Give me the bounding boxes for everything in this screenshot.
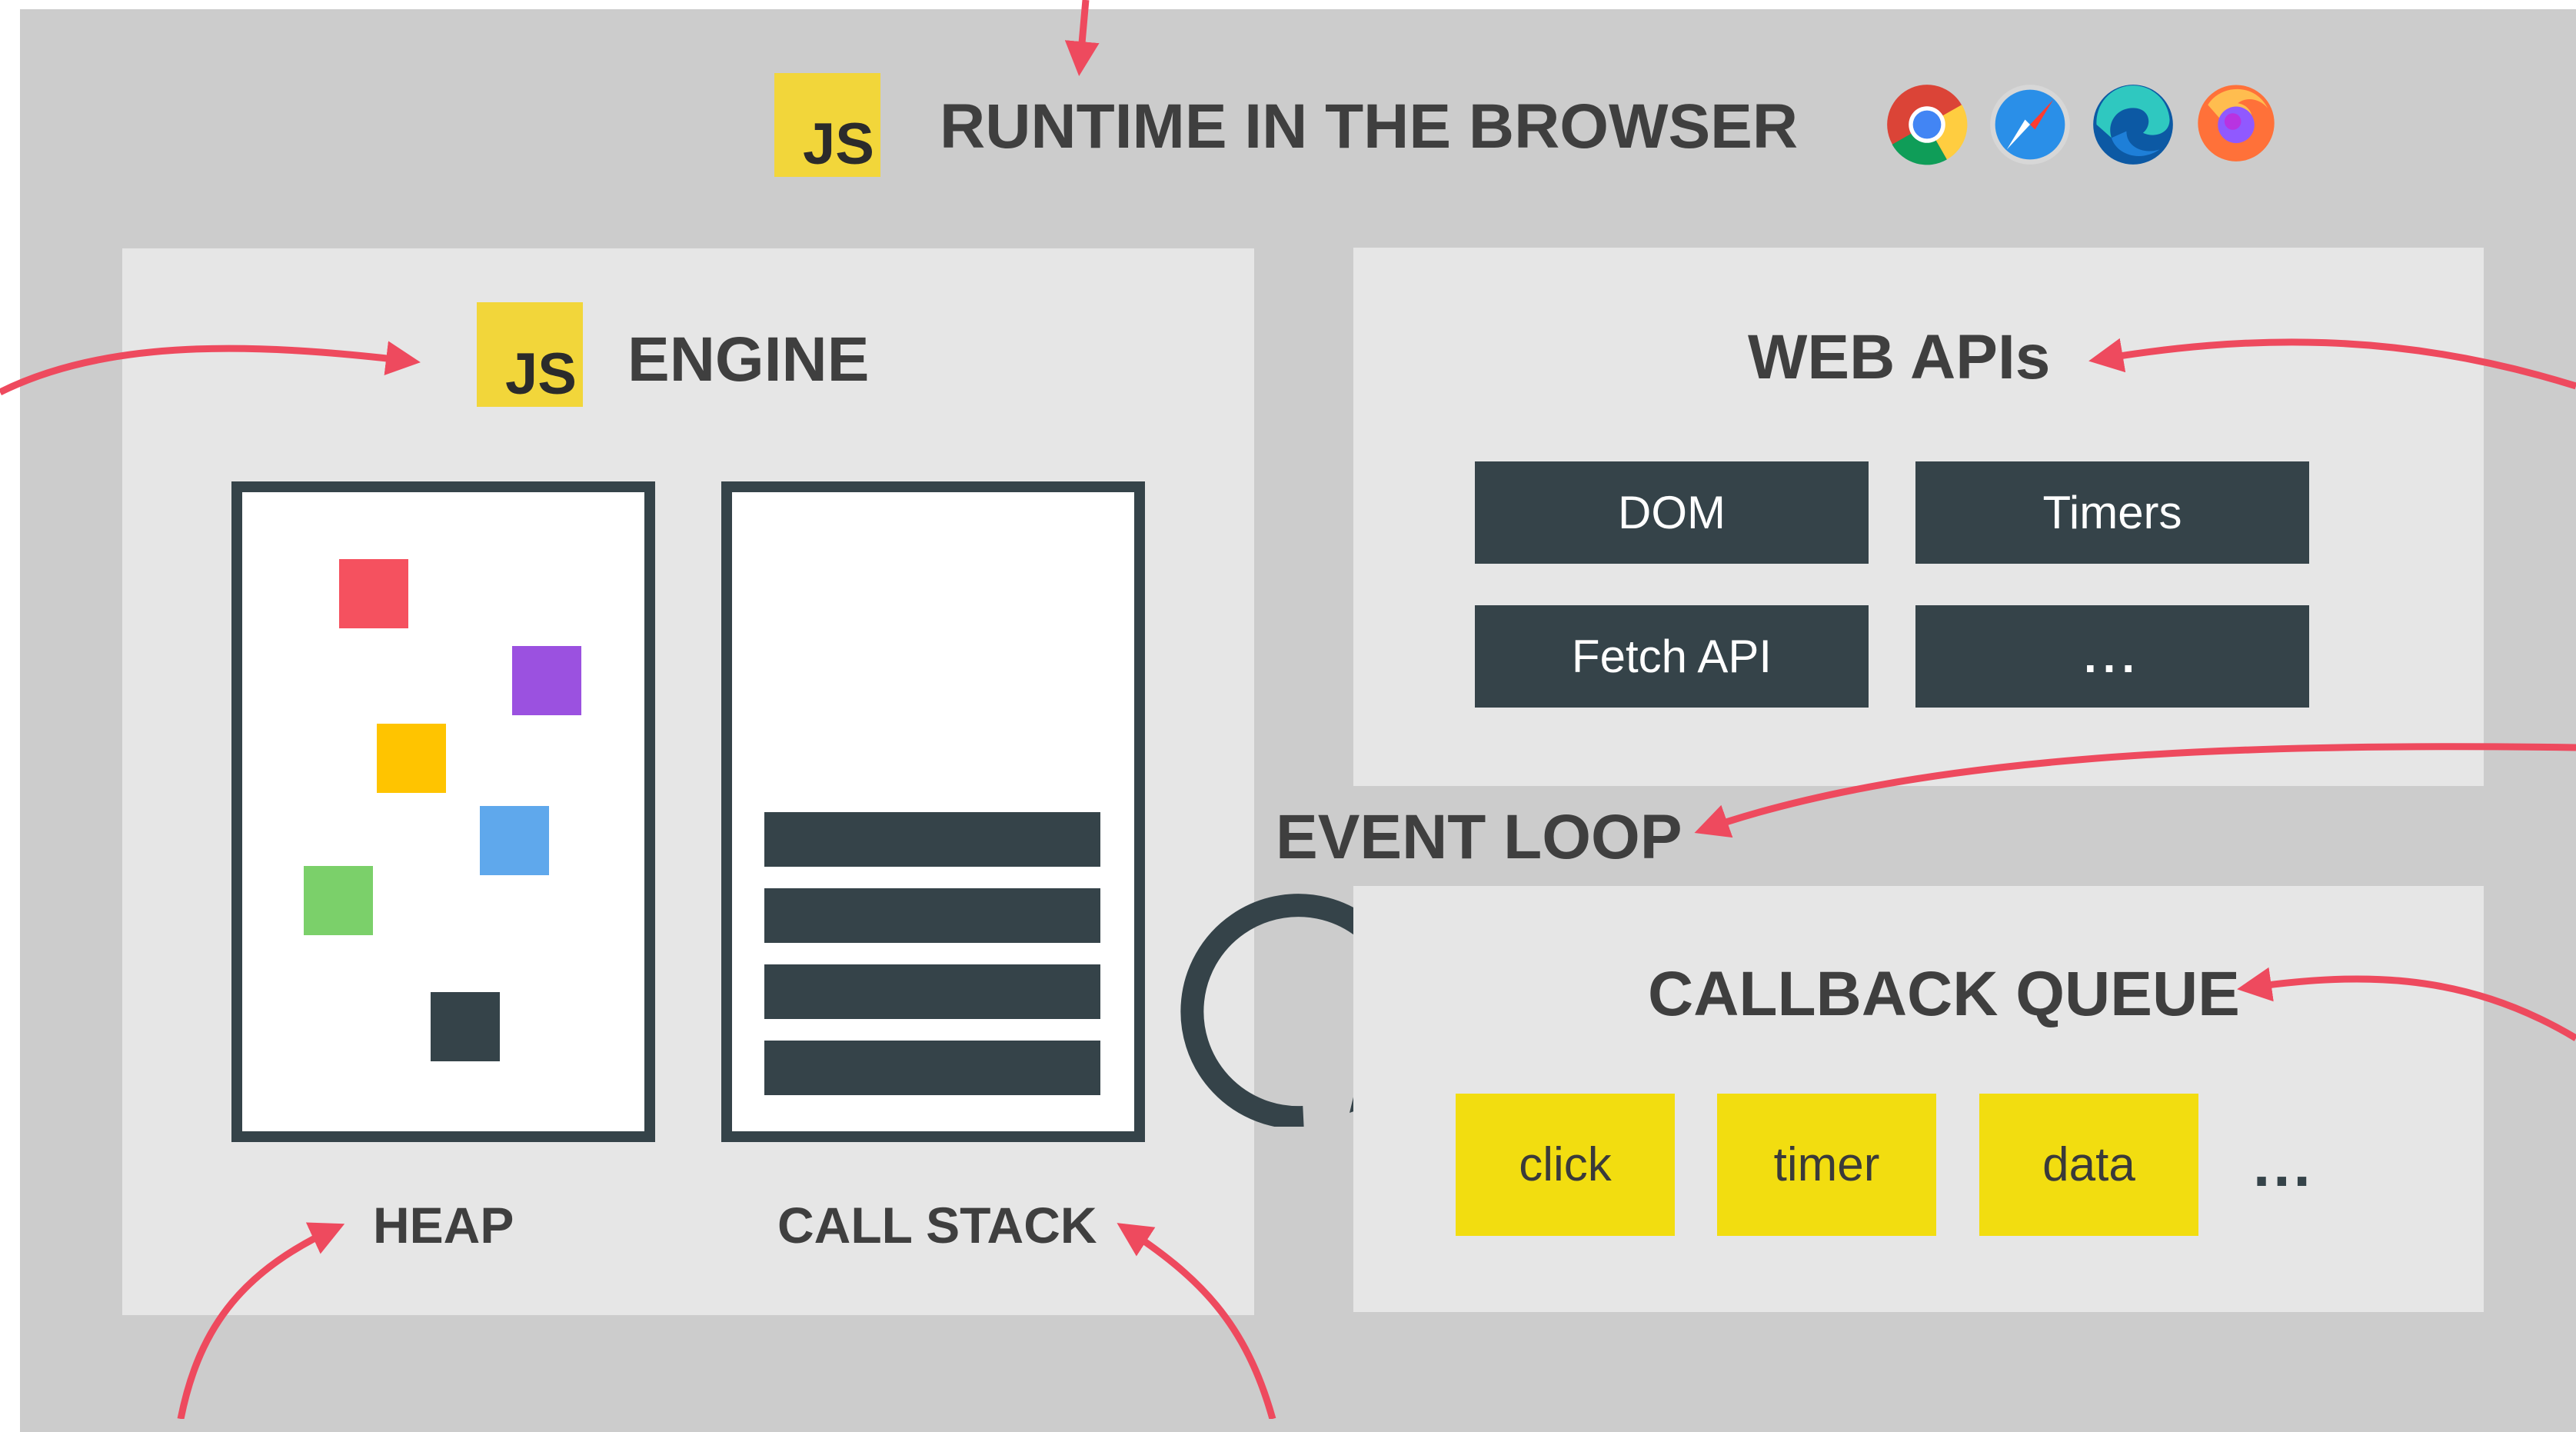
web-api-timers: Timers xyxy=(1915,461,2309,564)
stack-frame xyxy=(764,964,1100,1019)
web-apis-title: WEB APIs xyxy=(1748,322,2051,392)
call-stack-label: CALL STACK xyxy=(777,1197,1097,1254)
heap-object xyxy=(512,646,581,715)
stack-frame xyxy=(764,888,1100,943)
web-api-more: ... xyxy=(1915,605,2309,708)
callback-queue-title: CALLBACK QUEUE xyxy=(1648,959,2240,1029)
web-api-fetch: Fetch API xyxy=(1475,605,1869,708)
chrome-icon xyxy=(1887,85,1968,165)
callback-timer: timer xyxy=(1717,1094,1936,1236)
callback-data: data xyxy=(1979,1094,2198,1236)
js-logo-engine: JS xyxy=(477,302,583,407)
stack-frame xyxy=(764,812,1100,867)
heap-object xyxy=(304,866,373,935)
js-logo-runtime: JS xyxy=(774,73,880,177)
safari-icon xyxy=(1990,85,2070,165)
heap-object xyxy=(339,559,408,628)
heap-object xyxy=(480,806,549,875)
firefox-icon xyxy=(2198,85,2275,162)
callback-click: click xyxy=(1456,1094,1675,1236)
engine-title: ENGINE xyxy=(627,325,870,395)
callback-more: ... xyxy=(2253,1131,2314,1199)
heap-label: HEAP xyxy=(373,1197,514,1254)
heap-object xyxy=(431,992,500,1061)
web-api-dom: DOM xyxy=(1475,461,1869,564)
edge-icon xyxy=(2093,85,2173,165)
stack-frame xyxy=(764,1041,1100,1095)
heap-object xyxy=(377,724,446,793)
event-loop-title: EVENT LOOP xyxy=(1276,802,1682,872)
call-stack-box xyxy=(721,481,1145,1142)
runtime-title: RUNTIME IN THE BROWSER xyxy=(940,92,1799,162)
